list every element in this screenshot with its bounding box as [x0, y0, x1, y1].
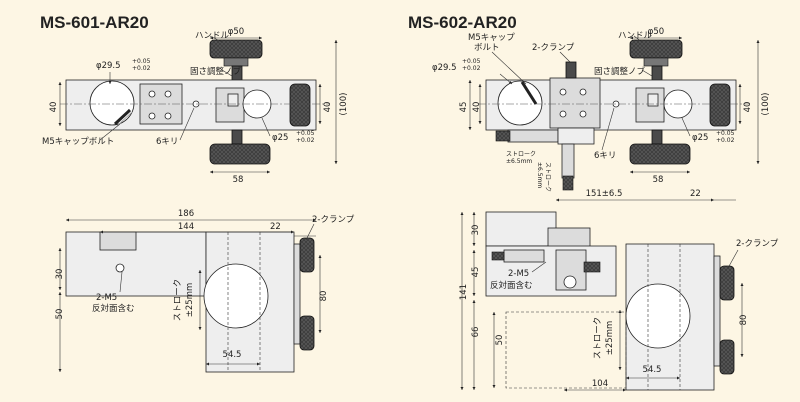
left-dim-h100: (100) [339, 93, 349, 116]
right-side-body [485, 211, 735, 391]
left-clamp-upper [299, 237, 315, 273]
left-dim-phi295-tol-plus: +0.05 [132, 58, 151, 65]
right-dim-h80: 80 [739, 315, 749, 326]
right-dim-w104: 104 [592, 379, 608, 389]
left-label-handle: ハンドル [195, 31, 230, 41]
right-micrometer-y [561, 143, 575, 191]
right-bottom-knob [629, 129, 691, 165]
right-label-stroke2: ストローク [544, 162, 551, 192]
right-label-stroke1: ストローク [506, 151, 536, 158]
right-label-stroke3-val: ±25mm [605, 321, 615, 356]
right-title: MS-602-AR20 [408, 13, 517, 32]
right-label-fix-knob: 固さ調整ノブ [594, 66, 646, 77]
right-dim-phi295-tol-minus: +0.02 [462, 65, 481, 72]
right-dim-w545: 54.5 [643, 365, 662, 375]
right-micrometer-x [495, 127, 595, 145]
left-dim-w545: 54.5 [223, 350, 242, 360]
right-dim-h66: 66 [471, 327, 481, 338]
left-side-body [65, 231, 315, 373]
right-label-clamp-top: 2-クランプ [532, 43, 575, 53]
right-clamp-lower [719, 339, 735, 375]
right-cap-bolt [520, 81, 538, 105]
right-label-stroke1-val: ±6.5mm [506, 158, 532, 165]
right-dim-h45: 45 [459, 102, 469, 113]
right-label-stroke2-val: ±6.5mm [536, 162, 543, 188]
left-dim-w186: 186 [178, 209, 194, 219]
left-top-knob [209, 39, 263, 83]
left-label-cap-bolt: M5キャップボルト [42, 137, 114, 147]
right-clamp-upper [719, 265, 735, 301]
left-label-opposite: 反対面含む [92, 303, 135, 314]
right-label-cap-bolt-1: M5キャップ [468, 33, 515, 43]
right-label-handle: ハンドル [618, 31, 653, 41]
left-dim-h50: 50 [55, 309, 65, 320]
left-dim-phi25: φ25 [272, 133, 288, 143]
right-dim-h40b: 40 [743, 102, 753, 113]
left-dim-h80: 80 [319, 291, 329, 302]
right-dim-w22: 22 [690, 189, 701, 199]
left-dim-w22: 22 [270, 222, 281, 232]
right-dim-h50: 50 [495, 335, 505, 346]
right-dim-w151: 151±6.5 [586, 189, 623, 199]
left-bore-large [89, 80, 135, 126]
right-label-drill: 6キリ [594, 151, 616, 161]
right-side-bore [625, 283, 691, 349]
right-dim-h45b: 45 [471, 267, 481, 278]
left-dim-w58: 58 [233, 175, 244, 185]
left-label-drill: 6キリ [156, 137, 178, 147]
right-label-stroke3: ストローク [593, 317, 603, 360]
right-dim-h30: 30 [471, 225, 481, 236]
left-dim-w144: 144 [178, 222, 194, 232]
right-dim-phi295-tol-plus: +0.05 [462, 58, 481, 65]
left-label-stroke-val: ±25mm [185, 283, 195, 318]
left-bottom-knob [209, 129, 271, 165]
right-dim-w58: 58 [653, 175, 664, 185]
right-label-opposite: 反対面含む [490, 280, 533, 291]
left-title: MS-601-AR20 [40, 13, 149, 32]
right-top-clamp [565, 61, 577, 79]
right-bore-large [497, 80, 543, 126]
left-dim-phi25-tol-minus: +0.02 [296, 137, 315, 144]
left-dim-phi295-tol-minus: +0.02 [132, 65, 151, 72]
left-dim-phi25-tol-plus: +0.05 [296, 130, 315, 137]
left-top-body [65, 79, 317, 131]
right-dim-phi50: φ50 [648, 27, 664, 37]
left-label-stroke: ストローク [173, 279, 183, 322]
left-dim-h40b: 40 [323, 102, 333, 113]
left-label-m5: 2-M5 [96, 293, 117, 303]
right-label-cap-bolt-2: ボルト [474, 43, 500, 53]
right-label-m5: 2-M5 [508, 269, 529, 279]
right-dim-h100: (100) [761, 93, 771, 116]
right-dim-h40a: 40 [472, 102, 482, 113]
left-cap-bolt [113, 108, 133, 127]
left-side-bore [203, 263, 269, 329]
right-dim-phi25-tol-plus: +0.05 [716, 130, 735, 137]
left-clamp-lower [299, 315, 315, 351]
right-dim-phi295: φ29.5 [432, 63, 457, 73]
right-dim-h141: 141 [459, 284, 469, 300]
left-label-clamp: 2-クランプ [312, 215, 355, 225]
left-label-fix-knob: 固さ調整ノブ [190, 66, 242, 77]
left-dim-h30: 30 [55, 269, 65, 280]
right-dim-phi25-tol-minus: +0.02 [716, 137, 735, 144]
right-label-clamp: 2-クランプ [736, 239, 779, 249]
right-dim-phi25: φ25 [692, 133, 708, 143]
left-dim-phi50: φ50 [228, 27, 244, 37]
left-dim-h40a: 40 [49, 102, 59, 113]
left-dim-phi295: φ29.5 [96, 61, 121, 71]
